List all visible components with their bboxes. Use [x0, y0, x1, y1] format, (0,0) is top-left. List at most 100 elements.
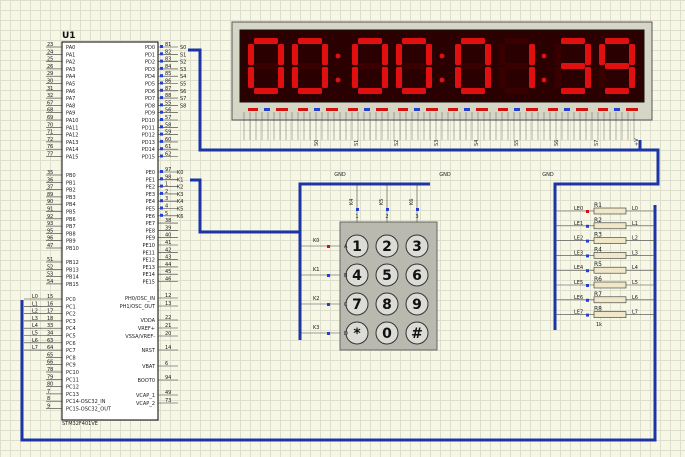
mcu-pin-name: PC11 [66, 377, 79, 383]
mcu-pin-name: PA15 [66, 155, 78, 161]
mcu-pin-number: 45 [165, 269, 171, 275]
mcu-ref: U1 [62, 31, 76, 41]
mcu-pin-name: PD12 [142, 133, 155, 139]
mcu-net-label-pc: L4 [32, 323, 38, 329]
mcu-pin-name: VCAP_2 [136, 401, 155, 407]
mcu-pin-number: 36 [47, 177, 53, 183]
mcu-pin-name: PC9 [66, 363, 76, 369]
led-left-net: LE7 [574, 310, 583, 316]
mcu-pin-name: PD3 [145, 67, 155, 73]
wire-keypad-bus [190, 178, 430, 234]
mcu-pin-name: VSSA/VREF- [125, 334, 155, 340]
mcu-net-label-pd: S8 [180, 103, 186, 109]
display-segment-c-digit-4 [485, 67, 491, 88]
mcu-pin-number: 22 [165, 315, 171, 321]
keypad-key-label: 8 [382, 297, 392, 313]
mcu-pin-name: PC2 [66, 312, 76, 318]
display-segment-b-digit-1 [322, 44, 328, 65]
mcu-net-label-pe: K2 [177, 185, 183, 191]
mcu-pin-state [160, 125, 163, 129]
mcu-pin-name: PB10 [66, 246, 79, 252]
mcu-pin-name: PA11 [66, 125, 78, 131]
mcu-pin-name: PE1 [146, 177, 155, 183]
display-bus-label: S6 [554, 140, 560, 146]
mcu-pin-number: 81 [165, 42, 171, 48]
led-left-net: LE4 [574, 265, 583, 271]
display-segment-g-digit-7 [605, 63, 629, 69]
mcu-pin-number: 60 [165, 137, 171, 143]
mcu-net-label-pe: K3 [177, 192, 183, 198]
mcu-pin-number: 69 [47, 115, 53, 121]
display-segment-d-digit-6 [561, 88, 585, 94]
mcu-pin-number: 93 [47, 221, 53, 227]
led-pin-state [586, 254, 589, 258]
led-right-net: L1 [632, 221, 638, 227]
led-pin-state [586, 210, 589, 213]
keypad-row-letter: C [344, 302, 348, 308]
mcu-pin-number: 67 [47, 100, 53, 106]
led-right-net: L0 [632, 206, 638, 212]
mcu-pin-name: NRST [142, 348, 156, 354]
led-resistor-body [593, 266, 627, 274]
display-segment-g-digit-3 [402, 63, 426, 69]
mcu-pin-name: PA12 [66, 133, 78, 139]
led-left-net: LE1 [574, 221, 583, 227]
mcu-pin-number: 84 [165, 64, 171, 70]
mcu-pin-name: PB15 [66, 282, 79, 288]
display-pin-state [264, 108, 270, 111]
display-segment-b-digit-4 [485, 44, 491, 65]
mcu-pin-name: VBAT [142, 364, 156, 370]
mcu-pin-name: PE10 [142, 243, 155, 249]
display-segment-d-digit-5 [505, 88, 529, 94]
mcu-pin-number: 26 [47, 64, 53, 70]
keypad-row-letter: D [344, 331, 348, 337]
display-segment-f-digit-2 [352, 44, 358, 65]
mcu-pin-number: 37 [47, 185, 53, 191]
mcu-net-label-pe: K4 [177, 199, 183, 205]
display-pin-state [314, 108, 320, 111]
mcu-pin-name: PA3 [66, 67, 75, 73]
mcu-pin-number: 5 [165, 211, 168, 217]
mcu-net-label-pd: S2 [180, 60, 186, 66]
display-bus-label: S5 [514, 140, 520, 146]
display-segment-f-digit-1 [292, 44, 298, 65]
display-segment-a-digit-4 [461, 38, 485, 44]
keypad-col-net: K4 [349, 199, 355, 205]
mcu-pin-name: VCAP_1 [136, 393, 155, 399]
mcu-pin-name: PA1 [66, 52, 75, 58]
display-segment-d-digit-3 [402, 88, 426, 94]
keypad-col-net: K5 [379, 199, 385, 205]
mcu-net-label-pe: K5 [177, 207, 183, 213]
led-right-net: L7 [632, 310, 638, 316]
display-segment-d-digit-2 [358, 88, 382, 94]
mcu-pin-name: PD6 [145, 89, 155, 95]
keypad-key-label: 9 [412, 297, 422, 313]
display-colon-dot [335, 77, 341, 83]
mcu-pin-number: 6 [165, 361, 168, 367]
mcu-pin-name: PC10 [66, 370, 79, 376]
mcu-pin-number: 54 [47, 279, 53, 285]
led-pin-state [586, 239, 589, 243]
mcu-pin-state [160, 59, 163, 63]
mcu-pin-state [160, 66, 163, 70]
display-colon-dot [541, 53, 547, 59]
mcu-pin-name: PH1/OSC_OUT [120, 304, 156, 310]
display-segment-a-digit-6 [561, 38, 585, 44]
mcu-pin-number: 66 [47, 360, 53, 366]
mcu-pin-number: 71 [47, 130, 53, 136]
mcu-pin-number: 16 [47, 301, 53, 307]
mcu-pin-number: 21 [165, 323, 171, 329]
keypad-key-3-1 [375, 321, 399, 345]
mcu-pin-number: 15 [47, 294, 53, 300]
mcu-net-label-pd: S4 [180, 74, 186, 80]
mcu-pin-name: PD15 [142, 155, 155, 161]
keypad-row-net: K0 [313, 238, 319, 244]
display-pin-state [564, 108, 570, 111]
mcu-pin-number: 42 [165, 247, 171, 253]
display-bus-label: +V [634, 138, 640, 146]
mcu-pin-number: 58 [165, 122, 171, 128]
mcu-pin-number: 35 [47, 170, 53, 176]
display-segment-f-digit-5 [499, 44, 505, 65]
